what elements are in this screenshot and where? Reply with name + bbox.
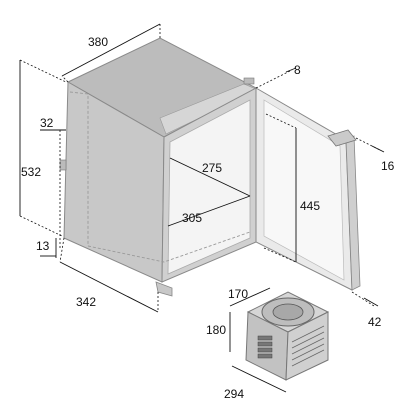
compressor-coil [257, 335, 273, 359]
dim-height-total: 532 [21, 165, 41, 179]
dimension-labels: 380 8 32 532 275 445 305 13 342 16 42 17… [21, 35, 395, 401]
door-inner [263, 99, 345, 281]
dim-foot-height: 13 [36, 239, 50, 253]
dim-width-top: 380 [88, 35, 108, 49]
dim-inner-height: 445 [300, 199, 320, 213]
hinge-top [243, 77, 255, 85]
dimension-lines [19, 23, 385, 393]
cabinet-hidden-edge-bottom [87, 231, 251, 263]
dim-compressor-width: 170 [228, 287, 248, 301]
dim-compressor-depth: 294 [224, 387, 244, 401]
compressor-unit [245, 291, 330, 381]
cabinet-interior [167, 99, 251, 275]
dim-hinge-offset: 32 [40, 116, 54, 130]
dim-inner-width: 275 [202, 161, 222, 175]
dim-door-thickness: 16 [381, 159, 395, 173]
dim-inner-depth: 305 [182, 211, 202, 225]
cabinet-foot [155, 281, 173, 297]
cabinet-hidden-edge-back [69, 91, 89, 246]
cabinet [59, 37, 259, 297]
dim-door-gap: 8 [294, 63, 301, 77]
compressor-fan-hub [272, 303, 304, 321]
dim-door-margin: 42 [368, 315, 382, 329]
hinge-left [59, 159, 67, 171]
compressor-fins [291, 325, 325, 367]
door-handle [327, 129, 357, 147]
door [255, 87, 361, 291]
dim-compressor-height: 180 [206, 323, 226, 337]
dim-depth-bottom: 342 [76, 295, 96, 309]
